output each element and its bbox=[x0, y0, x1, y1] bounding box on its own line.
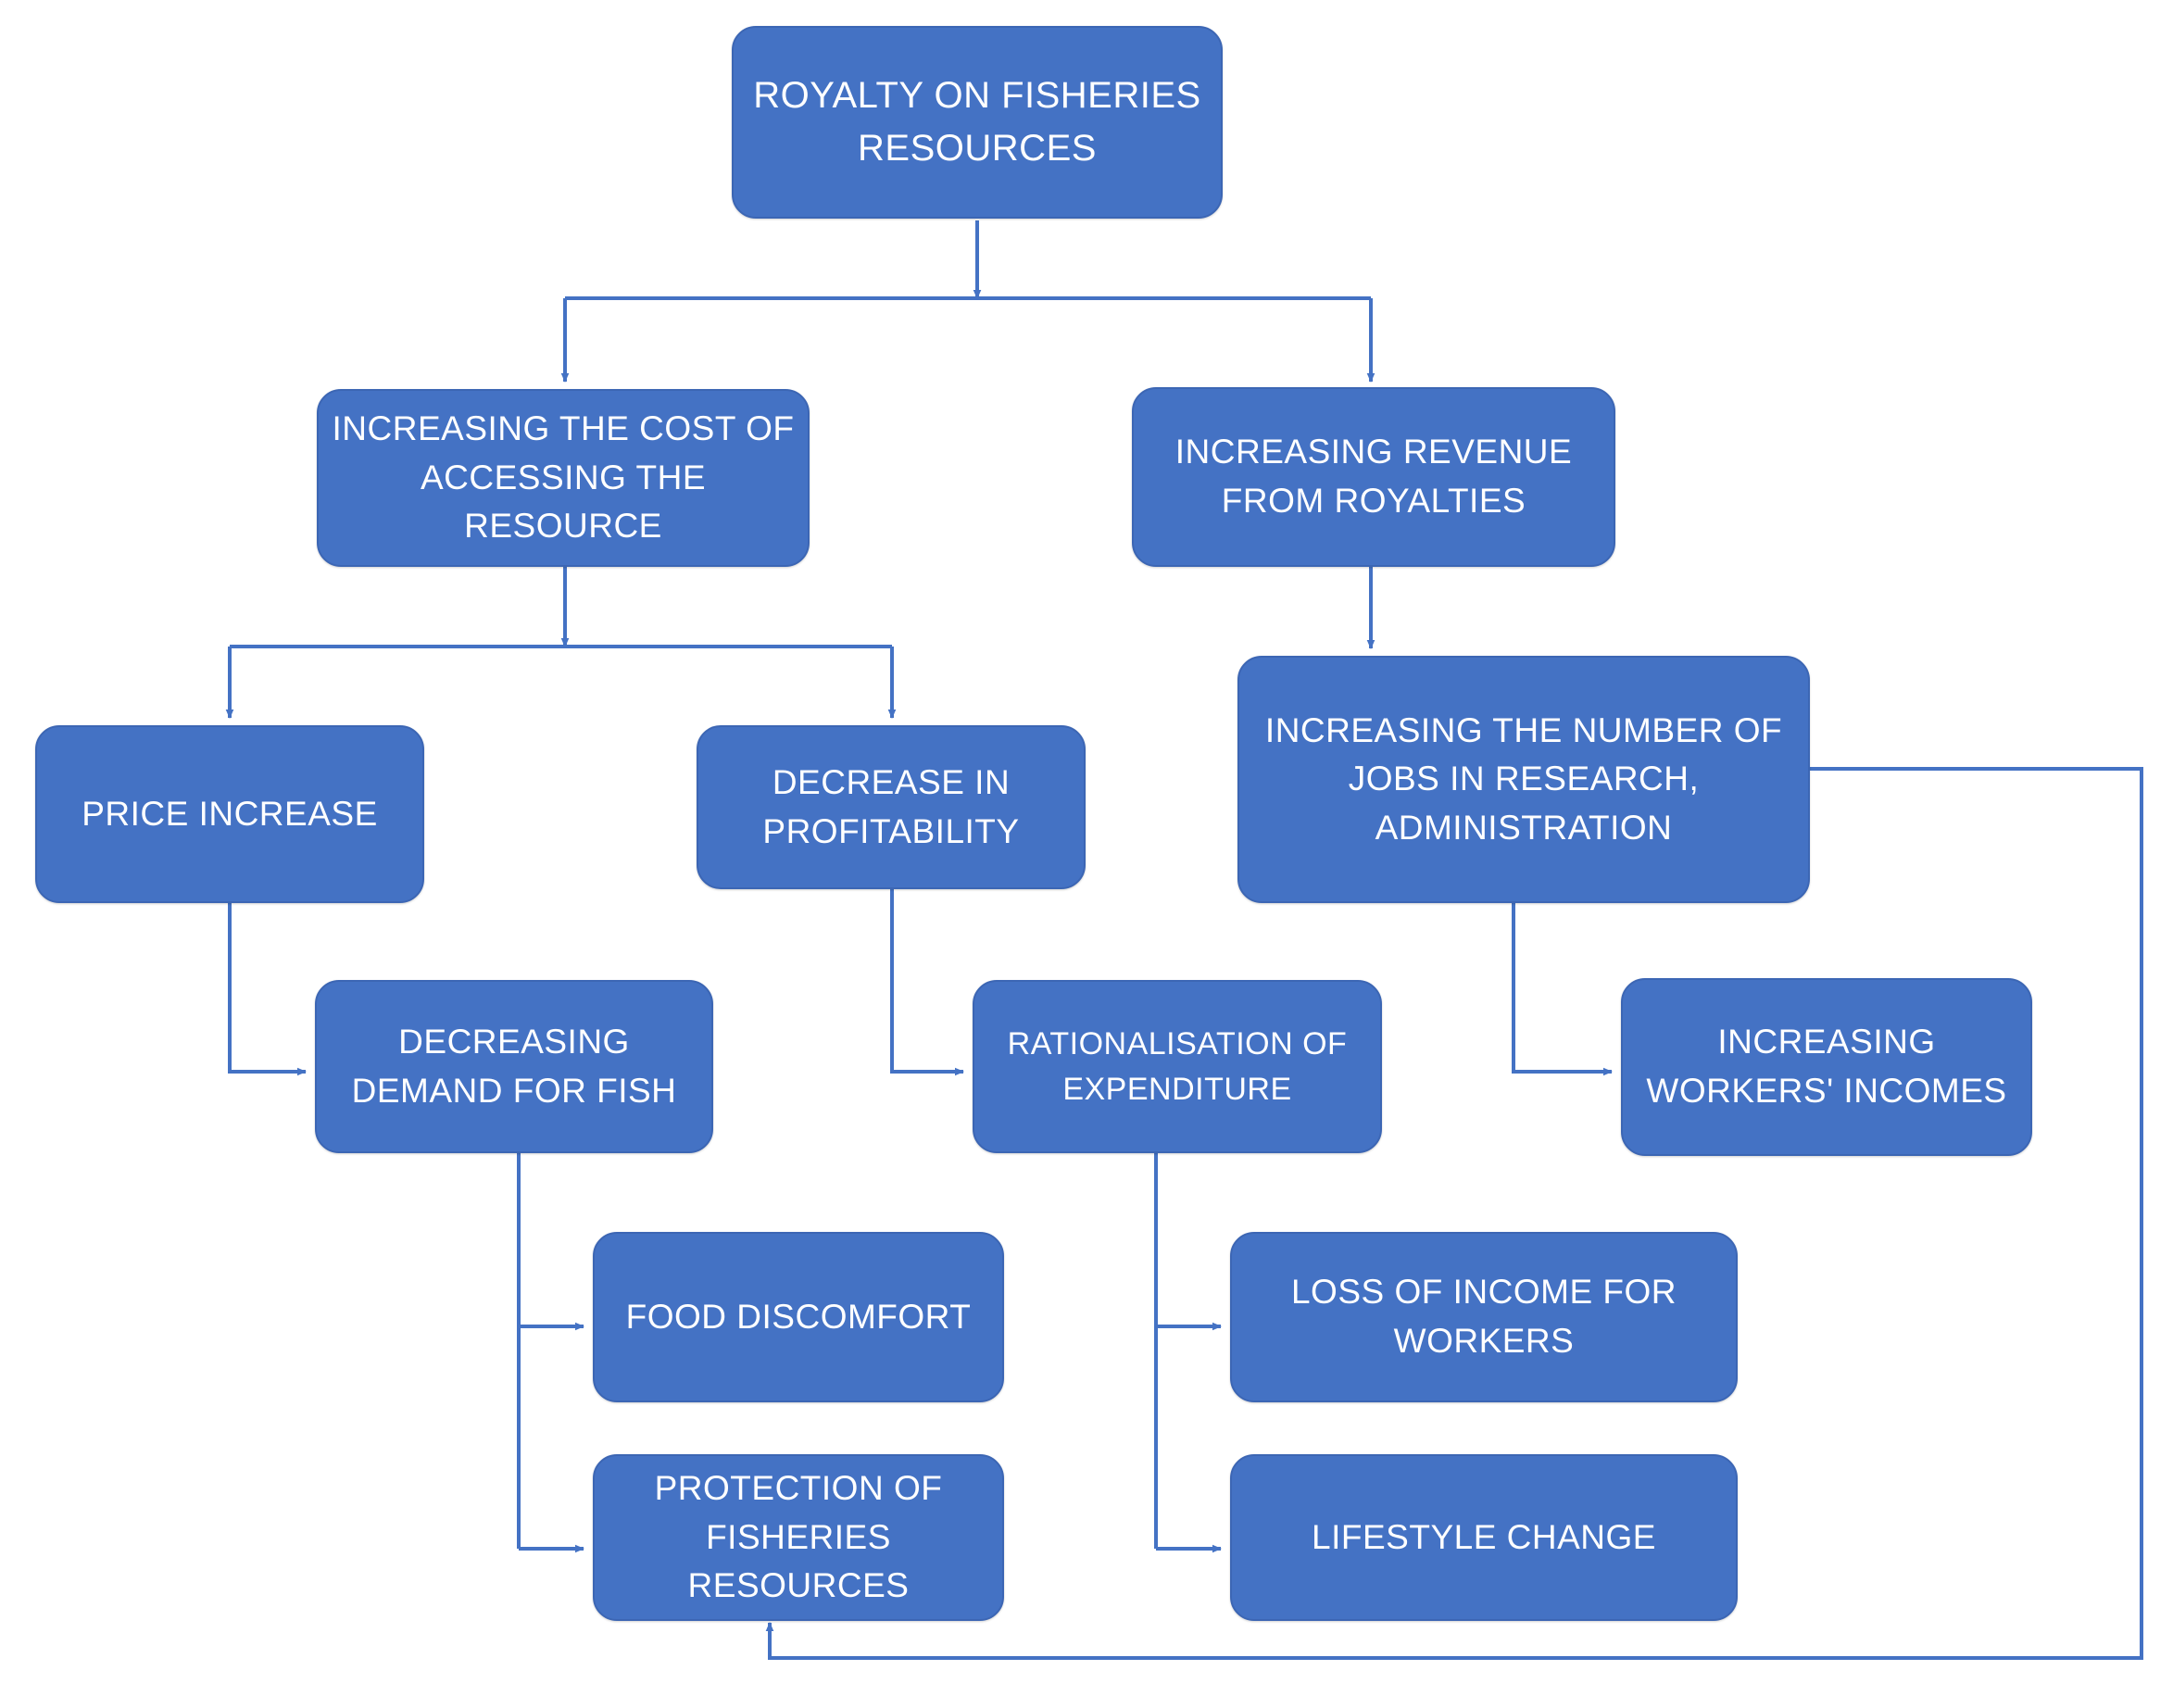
node-loss-income[interactable]: LOSS OF INCOME FOR WORKERS bbox=[1230, 1232, 1738, 1402]
node-food-discomfort[interactable]: FOOD DISCOMFORT bbox=[593, 1232, 1004, 1402]
node-increasing-incomes-label: INCREASING WORKERS' INCOMES bbox=[1646, 1023, 2007, 1110]
node-increasing-revenue-label: INCREASING REVENUE FROM ROYALTIES bbox=[1174, 433, 1573, 520]
node-increasing-revenue[interactable]: INCREASING REVENUE FROM ROYALTIES bbox=[1132, 387, 1615, 567]
node-increasing-cost[interactable]: INCREASING THE COST OF ACCESSING THE RES… bbox=[317, 389, 810, 567]
node-decrease-profitability-label: DECREASE IN PROFITABILITY bbox=[762, 762, 1020, 850]
node-increasing-jobs[interactable]: INCREASING THE NUMBER OF JOBS IN RESEARC… bbox=[1237, 656, 1810, 903]
node-price-increase[interactable]: PRICE INCREASE bbox=[35, 725, 424, 903]
node-price-increase-label: PRICE INCREASE bbox=[82, 794, 378, 833]
node-decreasing-demand[interactable]: DECREASING DEMAND FOR FISH bbox=[315, 980, 713, 1153]
node-decrease-profitability[interactable]: DECREASE IN PROFITABILITY bbox=[697, 725, 1086, 889]
node-rationalisation[interactable]: RATIONALISATION OF EXPENDITURE bbox=[973, 980, 1382, 1153]
edge-jobs-incomes bbox=[1512, 903, 1613, 1076]
node-lifestyle-change[interactable]: LIFESTYLE CHANGE bbox=[1230, 1454, 1738, 1621]
edge-profitability-rationalisation bbox=[890, 889, 964, 1076]
node-loss-income-label: LOSS OF INCOME FOR WORKERS bbox=[1290, 1273, 1677, 1360]
node-increasing-incomes[interactable]: INCREASING WORKERS' INCOMES bbox=[1621, 978, 2032, 1156]
node-protection-fisheries-label: PROTECTION OF FISHERIES RESOURCES bbox=[654, 1469, 943, 1605]
node-rationalisation-label: RATIONALISATION OF EXPENDITURE bbox=[1007, 1026, 1348, 1107]
node-food-discomfort-label: FOOD DISCOMFORT bbox=[625, 1297, 972, 1336]
node-increasing-cost-label: INCREASING THE COST OF ACCESSING THE RES… bbox=[332, 409, 795, 546]
node-increasing-jobs-label: INCREASING THE NUMBER OF JOBS IN RESEARC… bbox=[1264, 710, 1783, 847]
node-lifestyle-change-label: LIFESTYLE CHANGE bbox=[1312, 1517, 1656, 1556]
edge-price-demand bbox=[228, 903, 307, 1076]
node-royalty-label: ROYALTY ON FISHERIES RESOURCES bbox=[753, 75, 1201, 169]
node-decreasing-demand-label: DECREASING DEMAND FOR FISH bbox=[351, 1022, 677, 1110]
node-protection-fisheries[interactable]: PROTECTION OF FISHERIES RESOURCES bbox=[593, 1454, 1004, 1621]
node-royalty[interactable]: ROYALTY ON FISHERIES RESOURCES bbox=[732, 26, 1223, 219]
